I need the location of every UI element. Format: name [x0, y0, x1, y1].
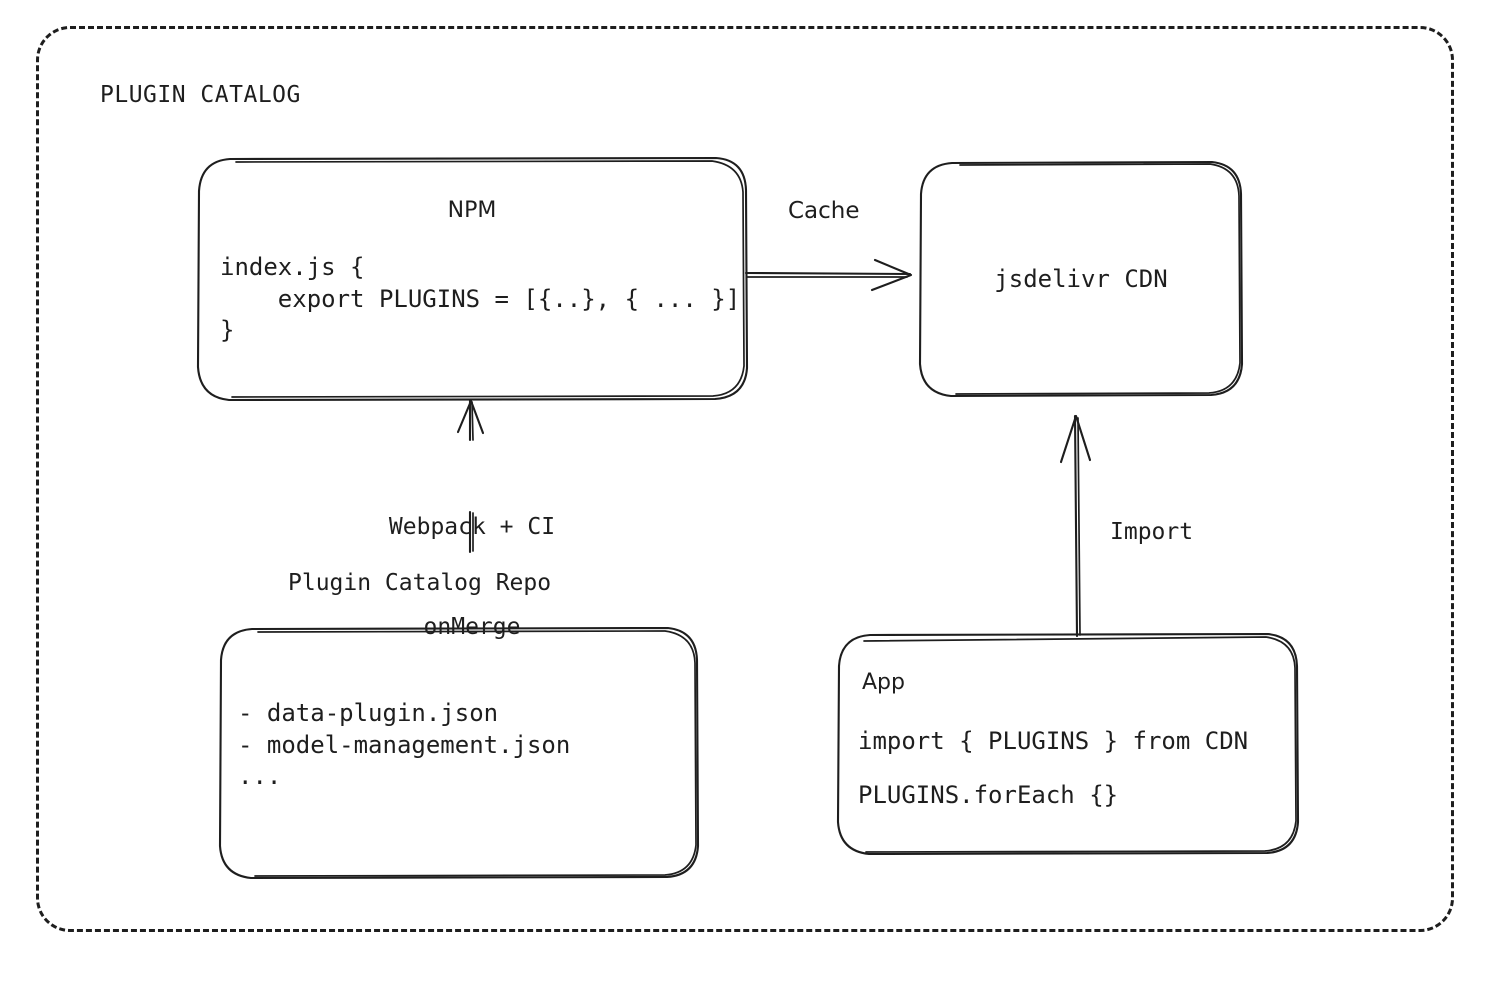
app-code-line: PLUGINS.forEach {}: [858, 780, 1119, 809]
cdn-box-outline: [918, 160, 1244, 398]
app-title: App: [862, 670, 905, 695]
repo-box-outline: [218, 626, 700, 880]
npm-code-line: export PLUGINS = [{..}, { ... }]: [220, 284, 741, 313]
webpack-edge-label-line2: onMerge: [423, 613, 521, 640]
app-code-block: import { PLUGINS } from CDN PLUGINS.forE…: [858, 726, 1248, 811]
webpack-edge-label: Webpack + CI onMerge: [366, 444, 578, 711]
app-code-line: import { PLUGINS } from CDN: [858, 727, 1249, 755]
plugin-catalog-repo-node[interactable]: - data-plugin.json - model-management.js…: [218, 626, 700, 880]
cache-edge-label: Cache: [788, 198, 860, 224]
npm-code-block: index.js { export PLUGINS = [{..}, { ...…: [220, 252, 740, 347]
cdn-box-content: jsdelivr CDN: [918, 160, 1244, 398]
repo-list-item: ...: [238, 762, 282, 791]
npm-box-outline: [196, 156, 749, 402]
npm-box-content: NPM index.js { export PLUGINS = [{..}, {…: [196, 156, 748, 402]
npm-code-line: index.js {: [220, 253, 365, 281]
repo-file-list: - data-plugin.json - model-management.js…: [238, 698, 570, 793]
cdn-title: jsdelivr CDN: [994, 265, 1168, 293]
repo-caption: Plugin Catalog Repo: [288, 570, 552, 596]
npm-code-line: }: [220, 316, 235, 345]
app-node[interactable]: App import { PLUGINS } from CDN PLUGINS.…: [836, 632, 1300, 856]
jsdelivr-cdn-node[interactable]: jsdelivr CDN: [918, 160, 1244, 398]
app-box-content: App import { PLUGINS } from CDN PLUGINS.…: [836, 632, 1300, 856]
webpack-edge-label-line1: Webpack + CI: [388, 513, 556, 540]
frame-title: PLUGIN CATALOG: [100, 82, 301, 108]
npm-node[interactable]: NPM index.js { export PLUGINS = [{..}, {…: [196, 156, 749, 402]
import-edge-label: Import: [1110, 519, 1194, 545]
plugin-catalog-frame: [36, 26, 1454, 932]
npm-title: NPM: [447, 198, 497, 223]
repo-list-item: - model-management.json: [238, 730, 571, 759]
repo-list-item: - data-plugin.json: [238, 699, 499, 727]
repo-box-content: - data-plugin.json - model-management.js…: [218, 626, 700, 880]
app-box-outline: [836, 632, 1300, 856]
